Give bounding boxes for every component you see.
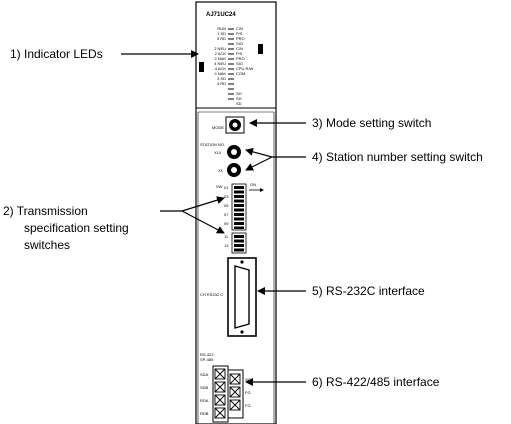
callout-rs422-485: 6) RS-422/485 interface (312, 375, 440, 389)
led-label: SD (236, 101, 242, 106)
terminal-label: FG (245, 390, 251, 395)
callout-station-switch: 4) Station number setting switch (312, 150, 483, 164)
dip-number: 07 (224, 212, 229, 217)
rs232-label: CH RS232 C (200, 292, 223, 297)
dip-number: 05 (224, 203, 229, 208)
rs485-label: SP-485 (200, 357, 214, 362)
led-label: C/N (236, 26, 243, 31)
mode-label: MODE (212, 125, 224, 130)
led-label: 3 SD (217, 76, 226, 81)
dip-number: 13 (224, 243, 229, 248)
leader-transmission-a (181, 196, 225, 212)
callout-transmission-line2: specification setting (24, 221, 129, 235)
terminal-label: SDB (200, 385, 209, 390)
callout-rs232c: 5) RS-232C interface (312, 284, 425, 298)
x1-label: X1 (218, 168, 224, 173)
dip-number: 11 (224, 234, 229, 239)
led-label: SH (236, 91, 242, 96)
dip-switch-block-b[interactable] (231, 232, 247, 254)
led-indicators (228, 28, 234, 100)
leader-station-x1 (245, 156, 273, 171)
led-label: CPU R/W (236, 66, 254, 71)
leader-lines (121, 50, 306, 386)
led-label: 4 NEU (214, 61, 226, 66)
dip-switch-numbers-b: 11 13 (224, 234, 229, 248)
led-labels-left: RUN 1 SD 3 RD 2 NEU 2 ACK 2 NAK 4 NEU 4 … (214, 26, 226, 86)
x10-label: X10 (214, 150, 222, 155)
led-label: 4 ACK (215, 66, 227, 71)
callout-mode-switch: 3) Mode setting switch (312, 116, 432, 130)
callout-transmission-line3: switches (24, 238, 71, 252)
led-label: P/S (236, 51, 243, 56)
station-x1-switch-icon[interactable] (227, 163, 241, 177)
on-label: ON (250, 182, 256, 187)
dip-switch-block-a[interactable] (231, 183, 247, 231)
dip-number: 03 (224, 194, 229, 199)
terminal-label: RDA (200, 398, 209, 403)
leader-station-x10 (245, 147, 273, 158)
led-label: C/N (236, 46, 243, 51)
leader-transmission-b (181, 210, 225, 234)
led-label: SIO (236, 41, 243, 46)
led-label: 2 ACK (215, 51, 227, 56)
dip-number: 01 (224, 185, 229, 190)
module-model-label: AJ71UC24 (206, 12, 236, 18)
led-label: COM (236, 71, 245, 76)
terminal-block[interactable] (212, 365, 244, 423)
callout-transmission-line1: 2) Transmission (3, 204, 88, 218)
terminal-label: SDA (200, 372, 209, 377)
led-label: PRO (236, 36, 245, 41)
led-label: 1 SD (217, 31, 226, 36)
led-label: RUN (217, 26, 226, 31)
station-label: STATION NO. (200, 142, 225, 147)
on-arrow-icon (249, 188, 264, 192)
led-label: 2 NAK (214, 56, 226, 61)
sw-label: SW (216, 184, 223, 189)
terminal-label: SG (245, 377, 251, 382)
led-label: SH (236, 96, 242, 101)
led-marker-right-icon (258, 44, 263, 54)
rs422-label: RS-422 (200, 352, 214, 357)
led-label: SIO (236, 61, 243, 66)
led-marker-left-icon (199, 62, 204, 72)
led-label: 4 RD (217, 81, 226, 86)
callout-indicator-leds: 1) Indicator LEDs (10, 47, 103, 61)
rs232c-connector-icon[interactable] (227, 257, 257, 337)
terminal-labels-left: SDA SDB RDA RDB (200, 372, 209, 416)
mode-switch-icon[interactable] (225, 116, 245, 134)
led-label: PRO (236, 56, 245, 61)
station-x10-switch-icon[interactable] (227, 145, 241, 159)
led-label: 3 RD (217, 36, 226, 41)
terminal-label: FG (245, 403, 251, 408)
led-label: 4 NAK (214, 71, 226, 76)
led-label: P/S (236, 31, 243, 36)
led-label: 2 NEU (214, 46, 226, 51)
led-labels-right: C/N P/S PRO SIO C/N P/S PRO SIO CPU R/W … (236, 26, 254, 106)
dip-number: 09 (224, 221, 229, 226)
dip-switch-numbers-a: 01 03 05 07 09 (224, 185, 229, 226)
terminal-label: RDB (200, 411, 209, 416)
